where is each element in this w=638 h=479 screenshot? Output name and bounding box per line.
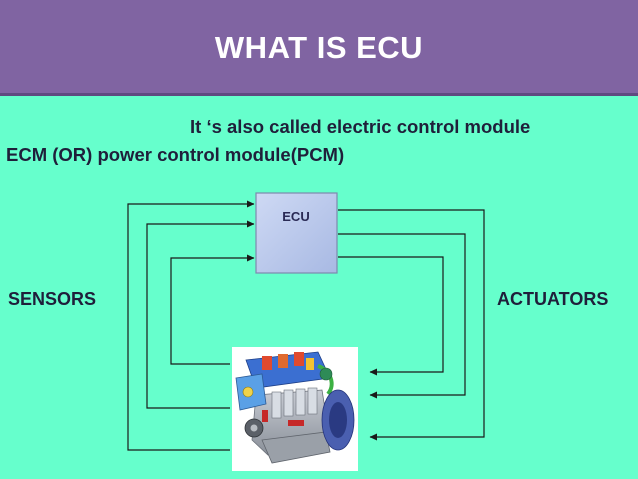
title-bar: WHAT IS ECU [0, 0, 638, 96]
sensor-lines [127, 200, 255, 451]
sensors-label: SENSORS [8, 289, 97, 309]
sensor-line-outer [127, 200, 255, 451]
actuator-line-outer [338, 209, 485, 441]
actuator-lines [338, 209, 485, 441]
subtitle-line-1: It ‘s also called electric control modul… [190, 116, 531, 137]
actuator-line-middle [338, 233, 466, 399]
engine-image [232, 347, 358, 471]
sensor-line-inner [170, 254, 255, 365]
ecu-label: ECU [282, 209, 309, 224]
sensor-line-middle [146, 220, 255, 409]
actuator-line-inner [338, 256, 444, 376]
slide-title: WHAT IS ECU [214, 30, 424, 65]
ecu-box: ECU [255, 192, 338, 274]
subtitle-line-2: ECM (OR) power control module(PCM) [6, 144, 345, 165]
actuators-label: ACTUATORS [497, 289, 609, 309]
